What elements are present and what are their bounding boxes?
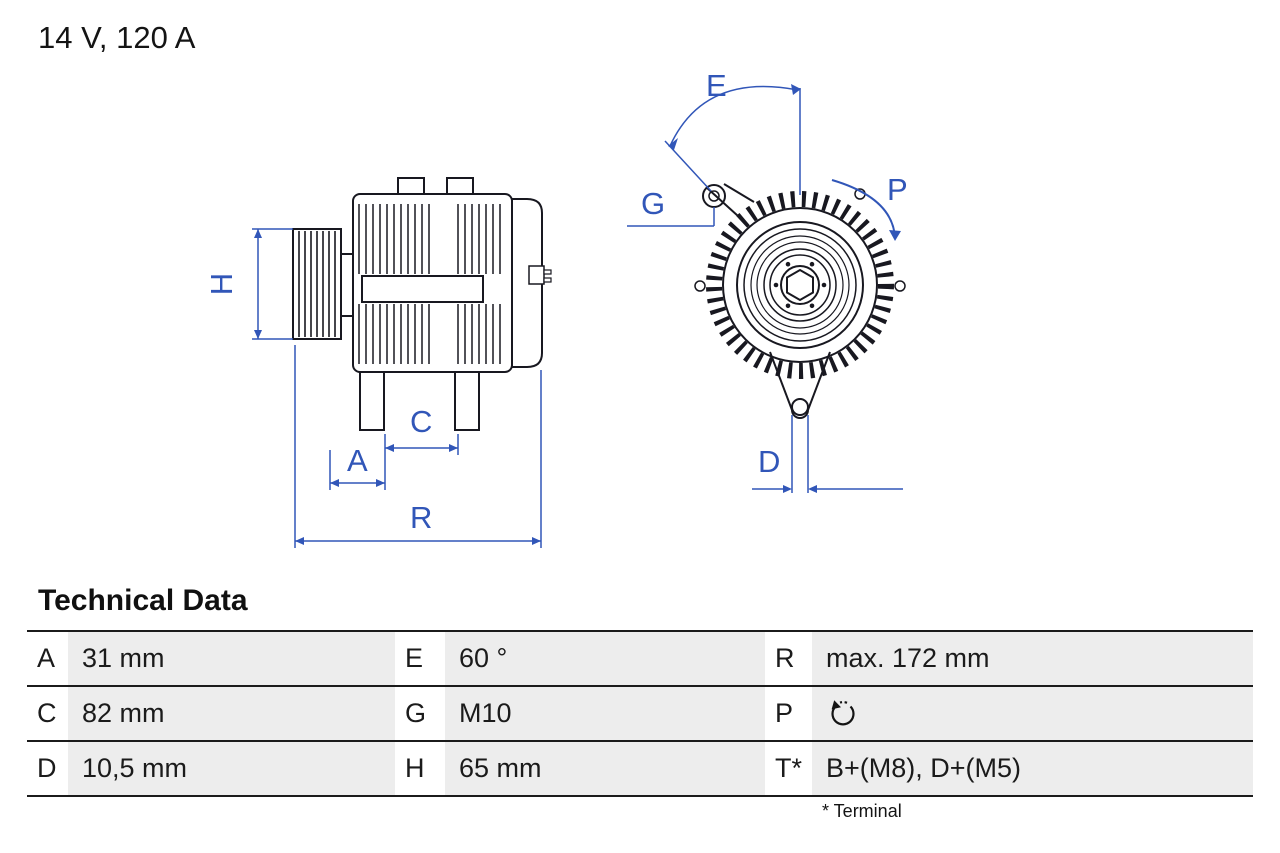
spec-value-h: 65 mm: [445, 742, 765, 797]
part-linework: [292, 177, 906, 431]
spec-value-d: 10,5 mm: [68, 742, 395, 797]
technical-data-heading: Technical Data: [38, 584, 248, 617]
alternator-technical-drawing: H A C R E G P D: [204, 68, 908, 548]
technical-data-table: A 31 mm E 60 ° R max. 172 mm C 82 mm G M…: [27, 630, 1253, 797]
spec-value-t: B+(M8), D+(M5): [812, 742, 1253, 797]
spec-key-p: P: [765, 687, 812, 742]
spec-value-r: max. 172 mm: [812, 632, 1253, 687]
counterclockwise-rotation-icon: [831, 699, 855, 725]
bolt-dots: [773, 261, 827, 309]
side-view: [292, 177, 552, 431]
spec-key-t: T*: [765, 742, 812, 797]
spec-key-d: D: [27, 742, 68, 797]
drawing-svg: H A C R E G P D: [204, 68, 908, 548]
spec-key-r: R: [765, 632, 812, 687]
dimension-labels: H A C R E G P D: [204, 68, 908, 535]
spec-value-e: 60 °: [445, 632, 765, 687]
dimension-annotations: H A C R E G P D: [204, 68, 908, 548]
dim-label-e: E: [706, 68, 727, 103]
dimension-arrowheads: [254, 84, 901, 545]
dim-label-g: G: [641, 186, 665, 221]
page-title: 14 V, 120 A: [38, 20, 196, 55]
spec-key-g: G: [395, 687, 445, 742]
spec-key-e: E: [395, 632, 445, 687]
spec-value-g: M10: [445, 687, 765, 742]
terminal-footnote: * Terminal: [822, 801, 902, 821]
spec-key-h: H: [395, 742, 445, 797]
spec-key-a: A: [27, 632, 68, 687]
dim-label-p: P: [887, 172, 908, 207]
spec-value-a: 31 mm: [68, 632, 395, 687]
front-view: [694, 183, 906, 419]
dim-label-r: R: [410, 500, 432, 535]
spec-value-c: 82 mm: [68, 687, 395, 742]
dim-label-c: C: [410, 404, 432, 439]
spec-key-c: C: [27, 687, 68, 742]
spec-value-p: [812, 687, 1253, 742]
dim-label-h: H: [204, 273, 239, 295]
dim-label-d: D: [758, 444, 780, 479]
dim-label-a: A: [347, 443, 368, 478]
